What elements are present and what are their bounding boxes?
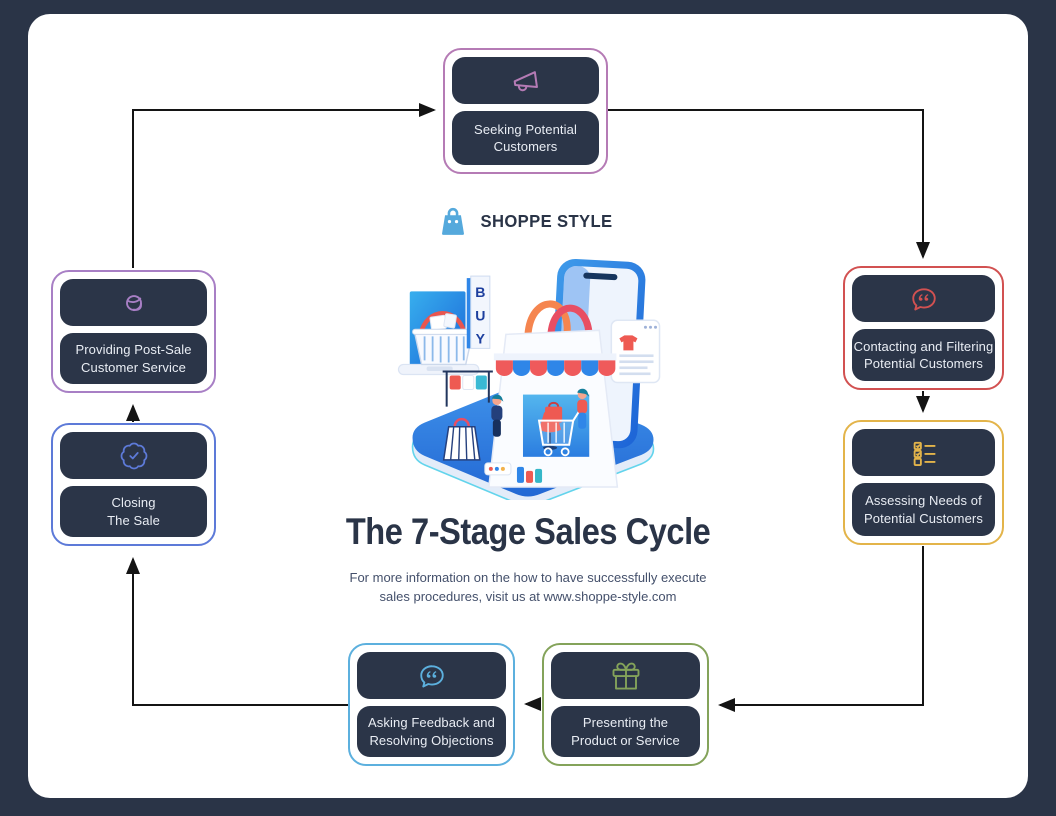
quote-bubble-icon: [909, 284, 939, 314]
page-subtitle: For more information on the how to have …: [349, 570, 707, 604]
svg-text:B: B: [475, 284, 485, 300]
checklist-icon: [909, 438, 939, 468]
stage-label: Providing Post-Sale Customer Service: [75, 342, 192, 375]
stage-label: Seeking Potential Customers: [474, 121, 577, 154]
stage-label: Presenting the Product or Service: [571, 715, 680, 748]
stage-contacting-filtering-potential-customers: Contacting and Filtering Potential Custo…: [843, 266, 1004, 390]
svg-text:U: U: [475, 307, 485, 323]
badge-check-icon: [119, 441, 149, 471]
support-agent-icon: [119, 288, 149, 318]
stage-asking-feedback: Asking Feedback and Resolving Objections: [348, 643, 515, 766]
brand-logo: SHOPPE STYLE: [0, 206, 1056, 236]
stage-assessing-needs: Assessing Needs of Potential Customers: [843, 420, 1004, 545]
svg-text:Y: Y: [476, 330, 486, 346]
brand-name: SHOPPE STYLE: [480, 210, 613, 231]
page-title: The 7-Stage Sales Cycle: [345, 511, 711, 552]
stage-closing-the-sale: Closing The Sale: [51, 423, 216, 546]
stage-label: Asking Feedback and Resolving Objections: [368, 715, 495, 748]
shopping-bag-icon: [440, 206, 466, 236]
stage-label: Closing The Sale: [107, 495, 160, 528]
quote-bubble-icon: [417, 661, 447, 691]
stage-presenting-product-or-service: Presenting the Product or Service: [542, 643, 709, 766]
ecommerce-illustration: B U Y: [392, 254, 664, 507]
stage-seeking-potential-customers: Seeking Potential Customers: [443, 48, 608, 174]
megaphone-icon: [511, 66, 541, 96]
stage-label: Assessing Needs of Potential Customers: [864, 493, 983, 526]
stage-label: Contacting and Filtering Potential Custo…: [853, 338, 994, 371]
stage-providing-post-sale-customer-service: Providing Post-Sale Customer Service: [51, 270, 216, 393]
gift-icon: [611, 661, 641, 691]
